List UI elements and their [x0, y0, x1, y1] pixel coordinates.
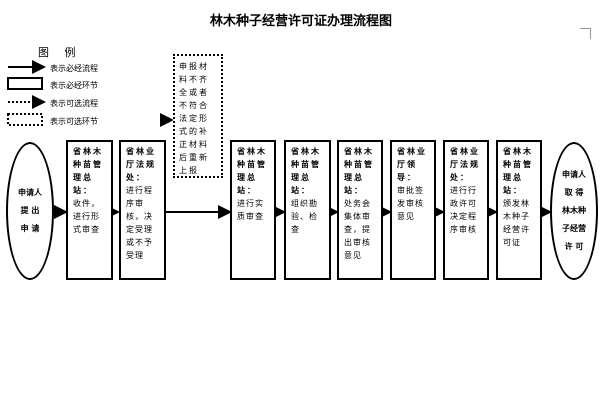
- start-line-1: 申请人: [18, 188, 42, 197]
- step-2-head: 省林业厅法规处：: [126, 147, 156, 182]
- end-line-3: 林木种: [562, 206, 586, 215]
- step-box-8: 省林木种苗管理总站： 颁发林木种子经营许可证: [496, 140, 542, 280]
- step-6-body: 审批签发审核意见: [397, 186, 424, 221]
- step-box-2: 省林业厅法规处： 进行程序审核，决定受理或不予受理: [119, 140, 166, 280]
- legend-label-optional-step: 表示可选环节: [50, 117, 98, 126]
- step-box-1: 省林木种苗管理总站： 收件，进行形式审查: [66, 140, 113, 280]
- end-node: 申请人 取 得 林木种 子经营 许 可: [550, 142, 598, 280]
- end-line-5: 许 可: [564, 242, 584, 251]
- start-node: 申请人 提 出 申 请: [6, 142, 54, 280]
- step-7-body: 进行行政许可决定程序审核: [450, 186, 477, 234]
- legend-title: 图 例: [38, 46, 82, 59]
- start-line-2: 提 出: [20, 206, 40, 215]
- step-5-body: 处务会集体审查，提出审核意见: [344, 199, 371, 260]
- start-line-3: 申 请: [20, 224, 40, 233]
- step-7-head: 省林业厅法规处：: [450, 147, 480, 182]
- legend-label-required-flow: 表示必经流程: [50, 64, 98, 73]
- end-line-1: 申请人: [562, 170, 586, 179]
- step-1-head: 省林木种苗管理总站：: [73, 147, 103, 195]
- step-box-5: 省林木种苗管理总站： 处务会集体审查，提出审核意见: [337, 140, 383, 280]
- step-4-head: 省林木种苗管理总站：: [291, 147, 321, 195]
- page-title: 林木种子经营许可证办理流程图: [209, 14, 392, 29]
- step-8-head: 省林木种苗管理总站：: [503, 147, 533, 195]
- step-3-head: 省林木种苗管理总站：: [237, 147, 267, 195]
- dotted-box-icon: [7, 113, 43, 126]
- optional-step-box: 申报材料不齐全或者不符合法定形式的补正材料后重新上报: [173, 54, 223, 178]
- step-2-body: 进行程序审核，决定受理或不予受理: [126, 186, 153, 260]
- end-line-2: 取 得: [564, 188, 584, 197]
- step-box-6: 省林业厅领导： 审批签发审核意见: [390, 140, 436, 280]
- legend-label-required-step: 表示必经环节: [50, 81, 98, 90]
- step-box-7: 省林业厅法规处： 进行行政许可决定程序审核: [443, 140, 489, 280]
- step-box-4: 省林木种苗管理总站： 组织勘验、检查: [284, 140, 331, 280]
- step-box-3: 省林木种苗管理总站： 进行实质审查: [230, 140, 276, 280]
- step-6-head: 省林业厅领导：: [397, 147, 427, 182]
- legend-label-optional-flow: 表示可选流程: [50, 99, 98, 108]
- step-3-body: 进行实质审查: [237, 199, 264, 221]
- step-4-body: 组织勘验、检查: [291, 199, 318, 234]
- step-5-head: 省林木种苗管理总站：: [344, 147, 374, 195]
- step-1-body: 收件，进行形式审查: [73, 199, 100, 234]
- end-line-4: 子经营: [562, 224, 586, 233]
- step-8-body: 颁发林木种子经营许可证: [503, 199, 530, 247]
- solid-box-icon: [7, 77, 43, 90]
- crop-mark: [580, 28, 591, 39]
